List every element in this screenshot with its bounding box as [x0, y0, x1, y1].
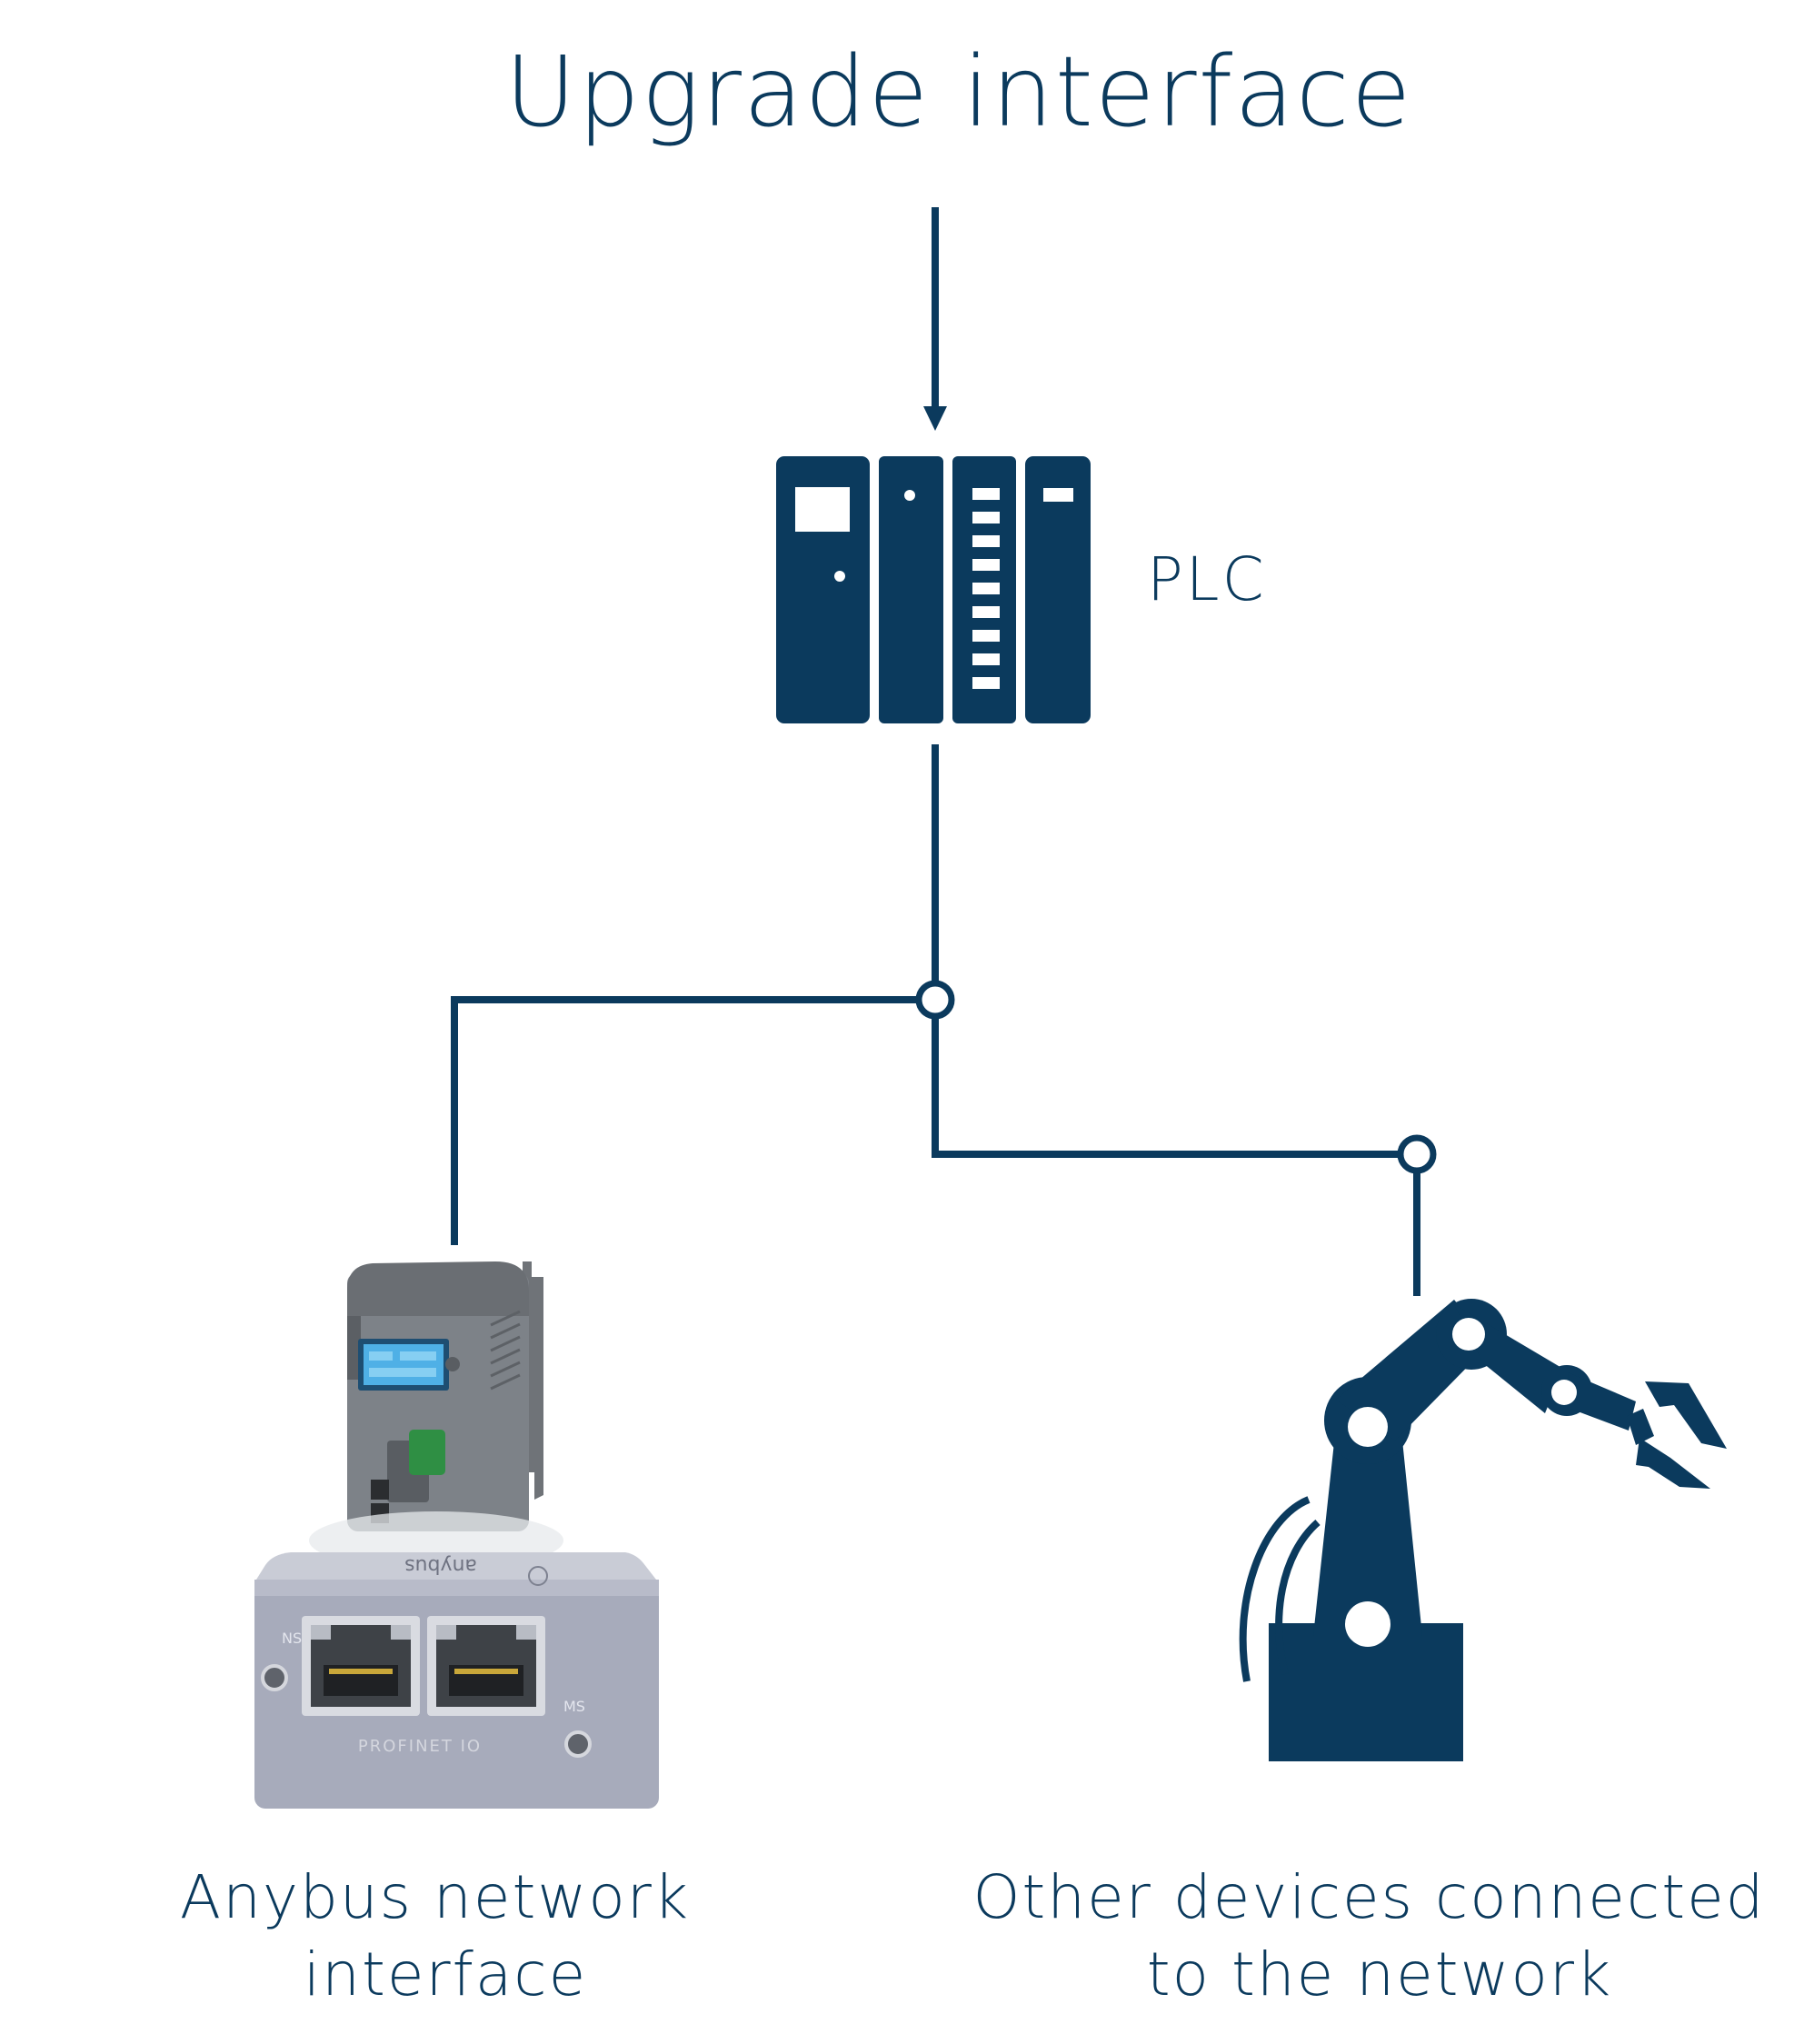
screw-icon [564, 1730, 592, 1758]
anybus-label-line2: interface [304, 1939, 587, 2009]
robot-arm-icon [1239, 1299, 1727, 1761]
module-status-ns: NS [282, 1630, 302, 1647]
rj45-port [427, 1616, 545, 1716]
module-text: PROFINET IO [358, 1737, 482, 1756]
anybus-device-image: anybus NS MS [254, 1261, 659, 1809]
plc-label: PLC [1147, 544, 1267, 614]
anybus-module: anybus NS MS [254, 1552, 659, 1809]
anybus-label-line1: Anybus network [180, 1862, 690, 1932]
network-node-icon [1397, 1134, 1437, 1174]
network-node-icon [915, 980, 955, 1020]
diagram-title: Upgrade interface [505, 36, 1413, 149]
arrow-down-icon [923, 207, 947, 431]
plc-icon [776, 456, 1091, 723]
module-status-ms: MS [563, 1698, 585, 1715]
other-devices-label: Other devices connected to the network [972, 1862, 1786, 2009]
rj45-port [302, 1616, 420, 1716]
module-logo-text: anybus [404, 1554, 477, 1577]
other-devices-label-line1: Other devices connected [972, 1862, 1765, 1932]
screw-icon [261, 1664, 288, 1691]
network-lines [451, 744, 1420, 1296]
other-devices-label-line2: to the network [1147, 1939, 1613, 2009]
anybus-label: Anybus network interface [180, 1862, 711, 2009]
anybus-gateway [309, 1261, 563, 1570]
